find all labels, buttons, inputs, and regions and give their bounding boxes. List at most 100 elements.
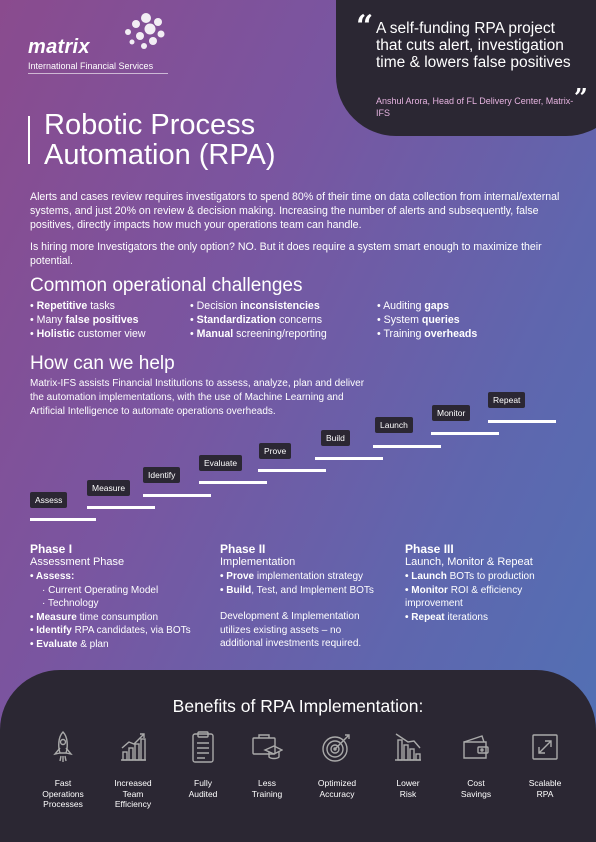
step-label-repeat: Repeat — [488, 392, 526, 408]
title-line-1: Robotic Process — [44, 109, 256, 141]
challenges-col-2: Decision inconsistencies Standardization… — [190, 299, 327, 341]
list-item: Monitor ROI & efficiency improvement — [405, 584, 575, 611]
clipboard-icon — [187, 730, 219, 764]
company-logo: matrix International Financial Services — [28, 13, 168, 74]
step-label-identify: Identify — [143, 467, 181, 483]
phase-1-list: Assess: Current Operating Model Technolo… — [30, 570, 210, 651]
list-item: Prove implementation strategy — [220, 570, 395, 584]
rocket-icon — [47, 730, 79, 764]
challenges-heading: Common operational challenges — [30, 275, 303, 296]
challenge-item: Holistic customer view — [30, 327, 146, 341]
challenge-item: Auditing gaps — [377, 299, 477, 313]
stair-step-8 — [431, 432, 499, 435]
logo-dots-icon — [125, 13, 165, 49]
benefits-heading: Benefits of RPA Implementation: — [172, 696, 424, 716]
step-label-assess: Assess — [30, 492, 68, 508]
phase-2-list: Prove implementation strategy Build, Tes… — [220, 570, 395, 597]
declining-chart-icon — [392, 730, 424, 764]
challenge-item: Training overheads — [377, 327, 477, 341]
list-item: Build, Test, and Implement BOTs — [220, 584, 395, 598]
challenges-col-3: Auditing gaps System queries Training ov… — [377, 299, 477, 341]
phase-1-title: Phase I — [30, 542, 73, 556]
stair-step-5 — [258, 469, 326, 472]
step-label-measure: Measure — [87, 480, 131, 496]
intro-question: Is hiring more Investigators the only op… — [30, 241, 542, 267]
stair-step-2 — [87, 506, 155, 509]
target-icon — [321, 730, 353, 764]
list-subitem: Technology — [30, 597, 210, 611]
phase-2-title: Phase II — [220, 542, 266, 556]
phase-2-subtitle: Implementation — [220, 556, 296, 568]
logo-tagline: International Financial Services — [28, 61, 154, 71]
challenge-item: Repetitive tasks — [30, 299, 146, 313]
page-title: Robotic Process Automation (RPA) — [44, 110, 276, 170]
challenges-col-1: Repetitive tasks Many false positives Ho… — [30, 299, 146, 341]
stair-step-4 — [199, 481, 267, 484]
list-subitem: Current Operating Model — [30, 584, 210, 598]
step-label-prove: Prove — [259, 443, 292, 459]
phase-3: Phase III Launch, Monitor & Repeat Launc… — [405, 542, 575, 624]
quote-text: A self-funding RPA project that cuts ale… — [376, 20, 571, 71]
title-accent-bar — [28, 116, 30, 164]
step-label-launch: Launch — [375, 417, 413, 433]
list-item: Identify RPA candidates, via BOTs — [30, 624, 210, 638]
list-item: Evaluate & plan — [30, 638, 210, 652]
phase-1: Phase I Assessment Phase Assess: Current… — [30, 542, 210, 651]
logo-underline — [28, 73, 168, 74]
logo-wordmark: matrix — [28, 36, 90, 58]
stair-step-3 — [143, 494, 211, 497]
phase-2: Phase II Implementation Prove implementa… — [220, 542, 395, 651]
quote-panel — [336, 0, 596, 136]
expand-icon — [529, 730, 561, 764]
phase-2-note: Development & Implementation utilizes ex… — [220, 611, 362, 649]
phase-3-subtitle: Launch, Monitor & Repeat — [405, 556, 533, 568]
help-heading: How can we help — [30, 353, 175, 374]
phase-1-subtitle: Assessment Phase — [30, 556, 125, 568]
intro-paragraph: Alerts and cases review requires investi… — [30, 191, 560, 231]
close-quote-mark: ” — [574, 83, 588, 112]
wallet-icon — [460, 730, 492, 764]
stair-step-1 — [30, 518, 96, 521]
list-item: Assess: — [30, 570, 210, 584]
challenge-item: Manual screening/reporting — [190, 327, 327, 341]
stair-step-7 — [373, 445, 441, 448]
list-item: Measure time consumption — [30, 611, 210, 625]
stair-step-9 — [488, 420, 556, 423]
challenge-item: Decision inconsistencies — [190, 299, 327, 313]
list-item: Repeat iterations — [405, 611, 575, 625]
quote-author: Anshul Arora, Head of FL Delivery Center… — [376, 96, 574, 118]
challenge-item: System queries — [377, 313, 477, 327]
stair-step-6 — [315, 457, 383, 460]
phase-3-list: Launch BOTs to production Monitor ROI & … — [405, 570, 575, 624]
open-quote-mark: “ — [356, 9, 374, 44]
help-text: Matrix-IFS assists Financial Institution… — [30, 378, 365, 417]
step-label-monitor: Monitor — [432, 405, 471, 421]
list-item: Launch BOTs to production — [405, 570, 575, 584]
benefits-panel — [0, 670, 596, 842]
bar-chart-icon — [117, 730, 149, 764]
title-line-2: Automation (RPA) — [44, 139, 276, 171]
phase-3-title: Phase III — [405, 542, 454, 556]
challenge-item: Many false positives — [30, 313, 146, 327]
challenge-item: Standardization concerns — [190, 313, 327, 327]
step-label-evaluate: Evaluate — [199, 455, 243, 471]
step-label-build: Build — [321, 430, 350, 446]
graduation-cap-icon — [251, 730, 283, 764]
